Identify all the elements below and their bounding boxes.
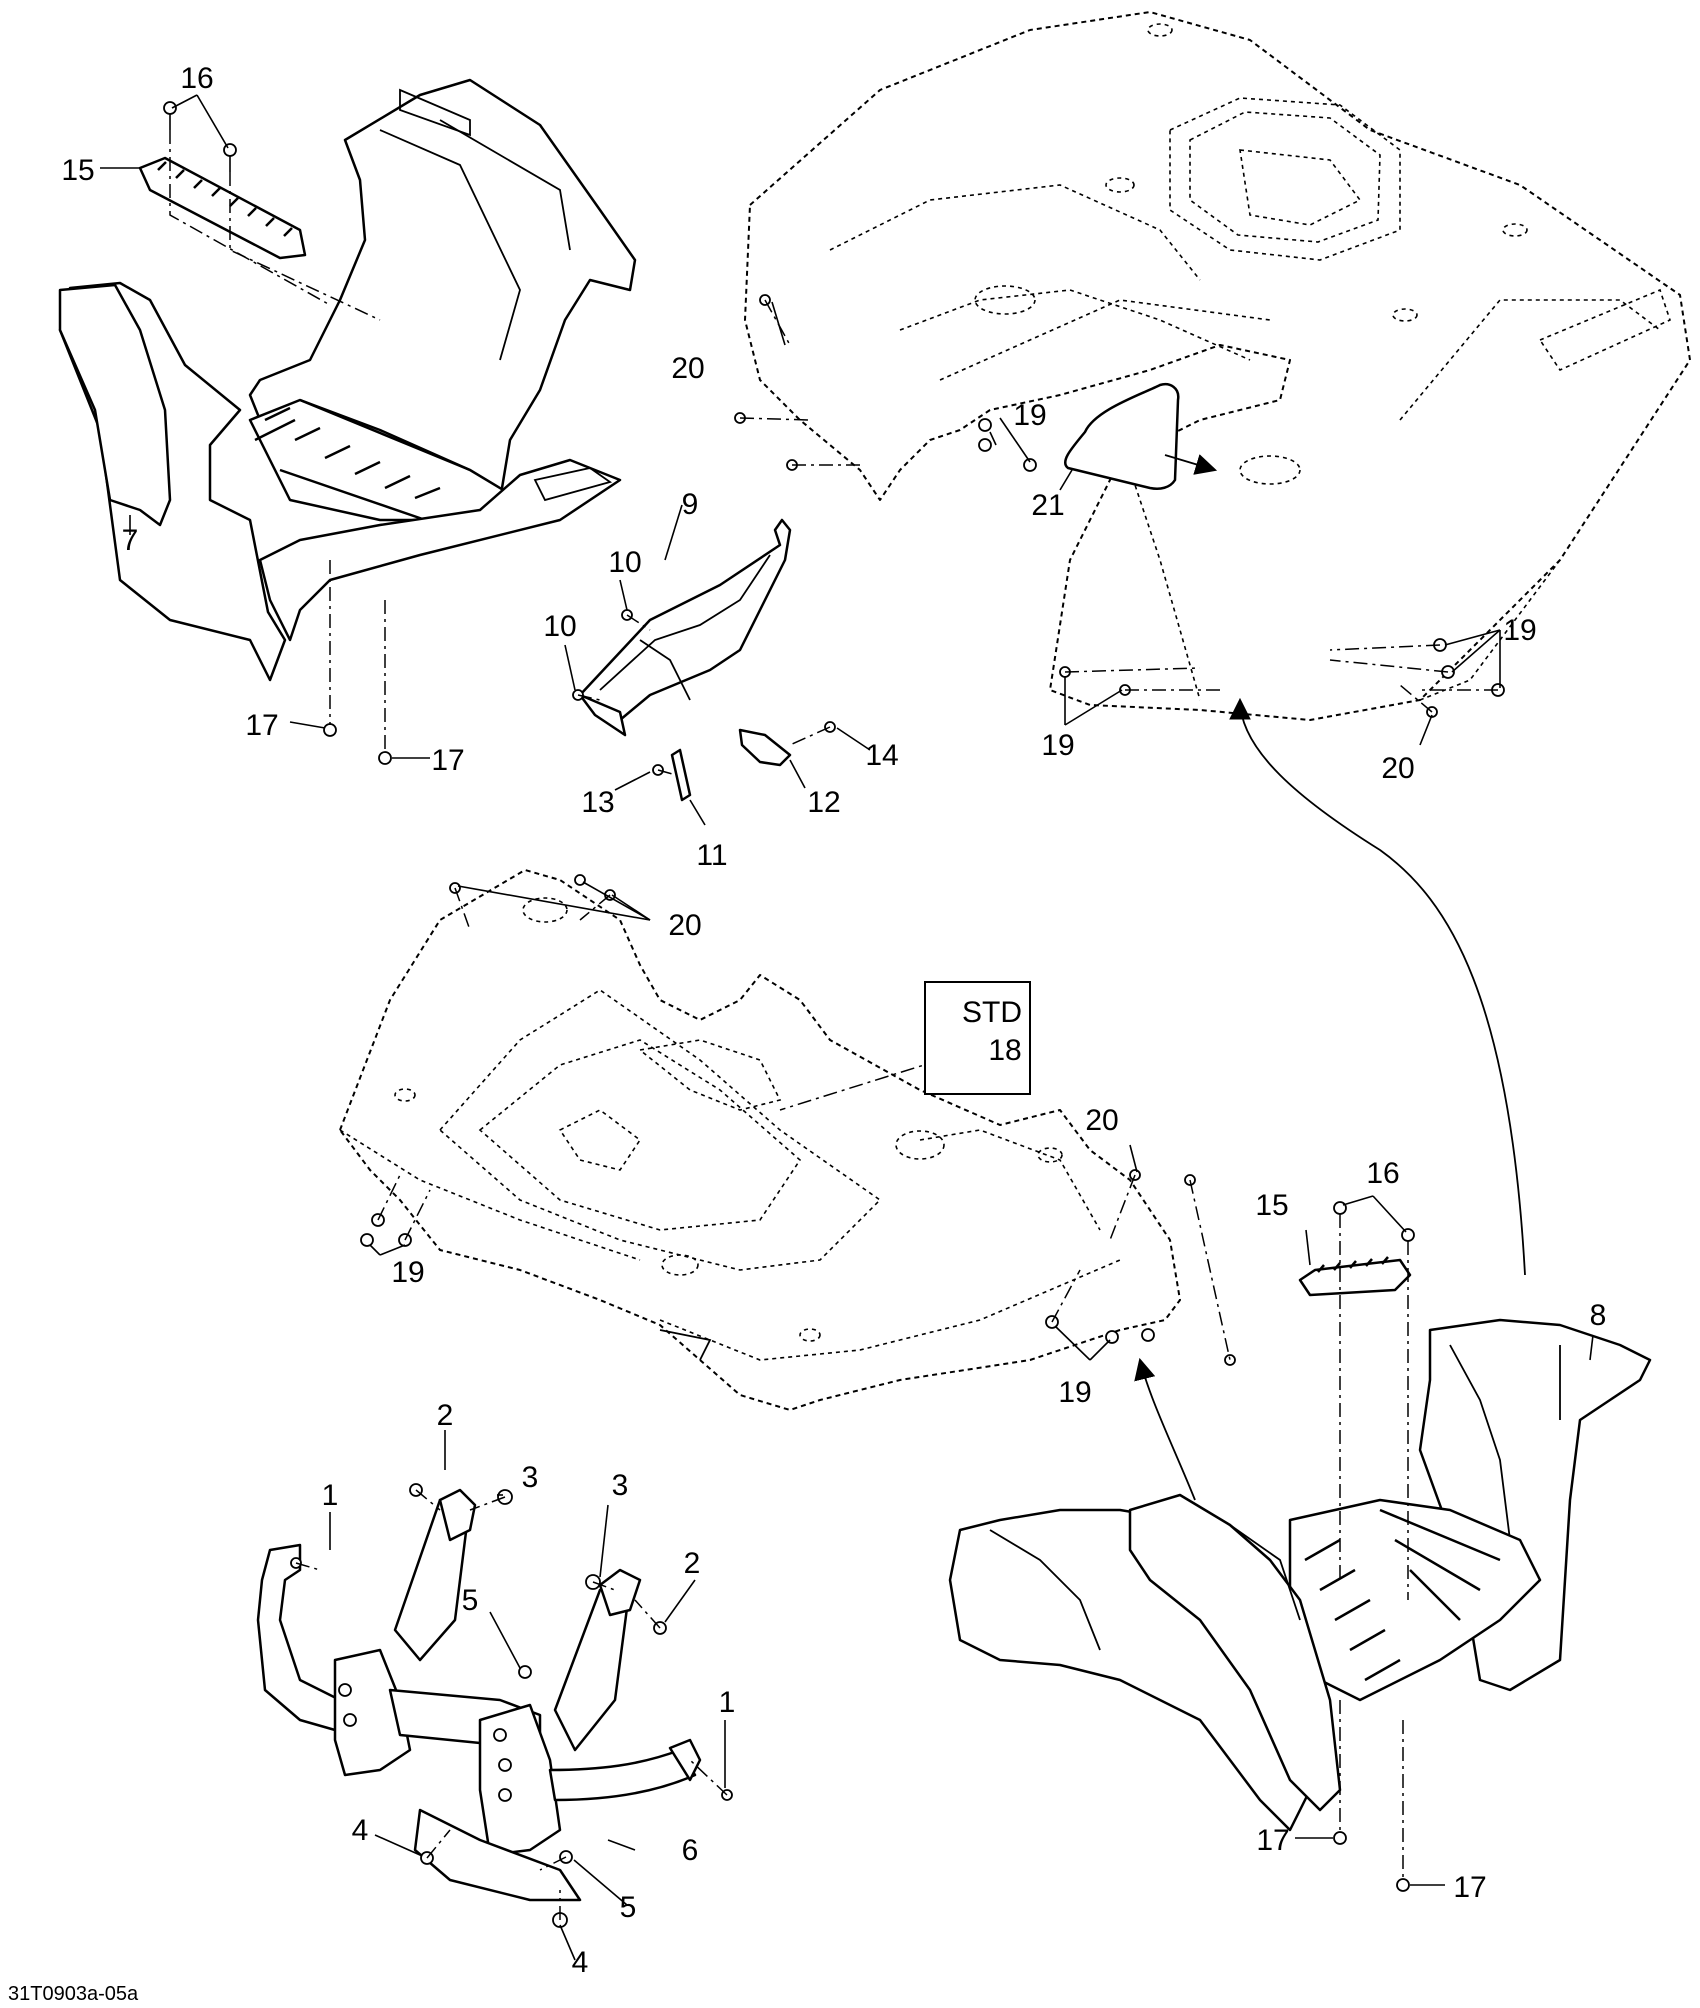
callout-16: 16 [1366, 1157, 1399, 1190]
callout-7: 7 [122, 524, 139, 557]
assembly-arrows [1134, 697, 1526, 1501]
callout-1: 1 [322, 1479, 339, 1512]
callout-20: 20 [668, 909, 701, 942]
callout-16: 16 [180, 62, 213, 95]
callout-12: 12 [807, 786, 840, 819]
callout-13: 13 [581, 786, 614, 819]
callout-15: 15 [1255, 1189, 1288, 1222]
right-footrest [948, 1318, 1652, 1832]
callout-8: 8 [1590, 1299, 1607, 1332]
std-box: STD [924, 981, 1031, 1095]
rack-pad [1063, 383, 1218, 490]
footrest-step-top [138, 156, 307, 260]
callout-9: 9 [682, 488, 699, 521]
callout-17: 17 [431, 744, 464, 777]
callout-10: 10 [608, 546, 641, 579]
side-deflector [578, 518, 792, 802]
callout-4: 4 [572, 1946, 589, 1979]
callout-6: 6 [682, 1834, 699, 1867]
std-label: STD [962, 996, 1022, 1029]
callout-2: 2 [437, 1399, 454, 1432]
callout-17: 17 [1256, 1824, 1289, 1857]
callout-10: 10 [543, 610, 576, 643]
callout-20: 20 [1381, 752, 1414, 785]
callout-17: 17 [245, 709, 278, 742]
front-bumper [256, 1488, 702, 1902]
callout-21: 21 [1031, 489, 1064, 522]
rear-fender [744, 11, 1691, 721]
callout-2: 2 [684, 1547, 701, 1580]
callout-3: 3 [612, 1469, 629, 1502]
callout-19: 19 [1058, 1376, 1091, 1409]
callout-19: 19 [1013, 399, 1046, 432]
leader-lines [100, 94, 1594, 1961]
callout-5: 5 [620, 1891, 637, 1924]
callout-17: 17 [1453, 1871, 1486, 1904]
callout-19: 19 [391, 1256, 424, 1289]
callout-14: 14 [865, 739, 898, 772]
front-fender [339, 869, 1181, 1411]
callout-4: 4 [352, 1814, 369, 1847]
callout-18: 18 [988, 1034, 1021, 1067]
callout-5: 5 [462, 1584, 479, 1617]
callout-11: 11 [696, 839, 727, 872]
footrest-step-bottom [1298, 1256, 1412, 1297]
callout-3: 3 [522, 1461, 539, 1494]
assembly-lines [169, 130, 1498, 1920]
callout-20: 20 [1085, 1104, 1118, 1137]
callout-19: 19 [1503, 614, 1536, 647]
callout-19: 19 [1041, 729, 1074, 762]
left-footrest [58, 78, 637, 682]
callout-1: 1 [719, 1686, 736, 1719]
drawing-code: 31T0903a-05a [8, 1983, 139, 2005]
callout-20: 20 [671, 352, 704, 385]
callout-15: 15 [61, 154, 94, 187]
callouts: 16 15 7 17 17 9 10 10 14 12 13 11 20 19 … [61, 62, 1606, 1979]
